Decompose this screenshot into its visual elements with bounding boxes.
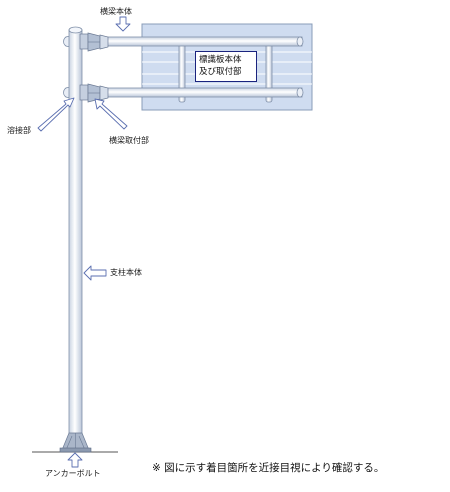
beam-body-arrow (115, 16, 131, 32)
welded-part-label: 溶接部 (7, 126, 31, 135)
lower-clamp (79, 83, 109, 103)
pole-body-arrow (83, 265, 107, 281)
beam-attachment-label: 横梁取付部 (109, 136, 149, 145)
anchor-bolt-label: アンカーボルト (45, 469, 101, 478)
beam-body-label: 横梁本体 (100, 7, 132, 16)
upper-clamp (79, 32, 109, 52)
beam-attachment-arrow (94, 98, 128, 130)
sign-label-box: 標識板本体 及び取付部 (195, 51, 257, 82)
sign-label-line1: 標識板本体 (199, 55, 242, 65)
anchor-bolt-arrow (67, 452, 83, 468)
inspection-note: ※ 図に示す着目箇所を近接目視により確認する。 (152, 462, 385, 474)
lower-beam (63, 87, 304, 98)
base-anchor (59, 432, 92, 453)
sign-label-line2: 及び取付部 (199, 67, 242, 77)
welded-part-arrow (37, 97, 75, 132)
pole-body-label: 支柱本体 (110, 268, 142, 277)
